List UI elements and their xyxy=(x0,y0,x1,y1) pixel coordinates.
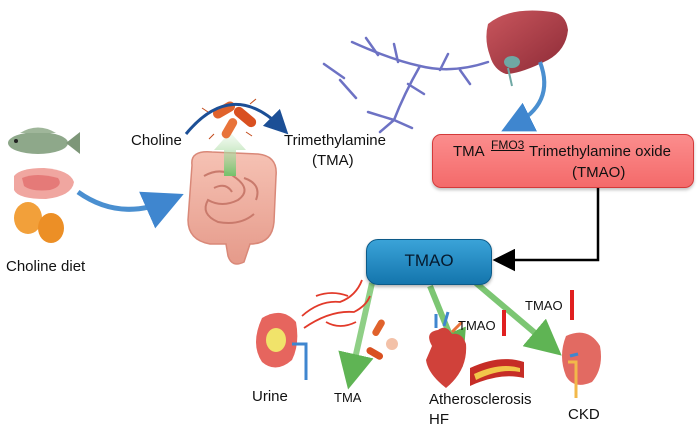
meat-icon xyxy=(14,168,74,199)
liver-icon xyxy=(486,10,568,87)
choline-diet-label: Choline diet xyxy=(6,258,86,275)
fish-icon xyxy=(8,127,80,154)
reaction-to-tmao-arrow xyxy=(492,187,600,272)
kidney-icon xyxy=(256,312,308,380)
nerve-icon xyxy=(322,36,490,134)
intestine-icon xyxy=(187,151,277,265)
tma-oxidation-box: TMA FMO3 Trimethylamine oxide (TMAO) xyxy=(432,134,694,188)
urine-label: Urine xyxy=(252,388,288,405)
tmao-to-kidney-arrow xyxy=(474,280,562,356)
tma-abbrev-label: (TMA) xyxy=(312,152,354,169)
reaction-substrate-label: TMA xyxy=(453,143,485,160)
reaction-enzyme-label: FMO3 xyxy=(491,138,525,152)
reaction-product-label: Trimethylamine oxide xyxy=(529,143,671,160)
tmao-arrow-label: TMAO xyxy=(525,298,563,313)
inhibition-bar xyxy=(502,310,506,336)
gut-to-bacteria-arrow xyxy=(214,132,246,176)
egg-icon xyxy=(14,202,64,243)
blood-vessel-icon xyxy=(301,279,371,329)
tma-output-label: TMA xyxy=(334,390,362,405)
liver-to-reaction-arrow xyxy=(501,61,547,132)
tmao-arrow-label: TMAO xyxy=(458,318,496,333)
reaction-product-abbrev-label: (TMAO) xyxy=(572,164,626,181)
artery-icon xyxy=(470,359,524,386)
choline-label: Choline xyxy=(131,132,182,149)
kidney-icon xyxy=(562,332,601,398)
bacteria-icon xyxy=(201,98,257,140)
choline-to-tma-arrow xyxy=(184,103,289,135)
diet-to-gut-arrow xyxy=(76,189,184,229)
atherosclerosis-label: Atherosclerosis xyxy=(429,391,532,408)
trimethylamine-label: Trimethylamine xyxy=(284,132,386,149)
inhibition-bar xyxy=(570,290,574,320)
tmao-pill-label: TMAO xyxy=(404,251,454,270)
bacteria-icon xyxy=(366,319,398,360)
heart-icon xyxy=(426,311,467,388)
hf-label: HF xyxy=(429,411,449,428)
ckd-label: CKD xyxy=(568,406,600,423)
tmao-pill: TMAO xyxy=(366,239,492,285)
